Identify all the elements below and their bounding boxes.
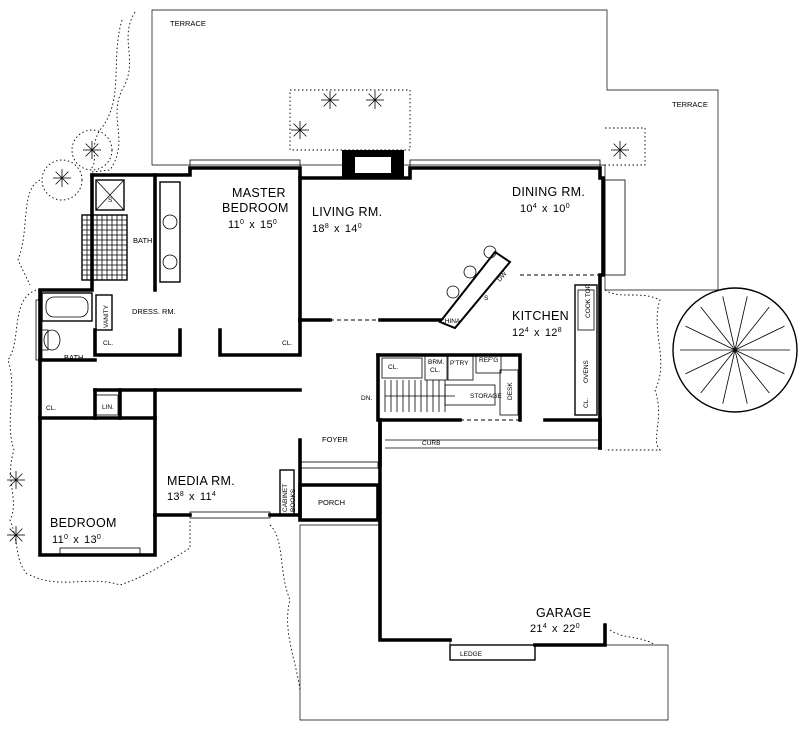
ptry-label: P'TRY [450,360,469,367]
dn-label: DN. [361,395,372,402]
china-label: CHINA [440,318,461,325]
staircase [384,380,455,412]
cl-label-2: CL. [282,340,292,347]
toilet-icon [43,329,61,351]
terrace-paving-upper [151,9,719,291]
kitchen-label: KITCHEN [512,309,569,323]
walls [38,166,607,647]
bath-upper-label: BATH [133,236,152,245]
vanity-label: VANITY [103,304,110,328]
cl-label-3: CL. [46,405,56,412]
refg-label: REF'G [479,357,498,364]
cook-top-label: COOK TOP [585,284,592,318]
fixtures [39,179,600,661]
dw-label: DW [496,270,509,283]
dress-rm-label: DRESS. RM. [132,307,176,316]
landscape-shrubs [7,11,798,691]
living-rm-label: LIVING RM. [312,205,382,219]
cl-label-4: CL. [388,364,398,371]
master-bedroom-label-2: BEDROOM [222,201,289,215]
brm-label: BRM. [428,359,444,366]
tree-icon [672,287,798,413]
bathtub-lower-icon [41,292,93,322]
master-bedroom-label-1: MASTER [232,186,286,200]
ledge-label: LEDGE [460,651,483,658]
storage-label: STORAGE [470,393,502,400]
foyer-label: FOYER [322,435,348,444]
terrace-right-label: TERRACE [672,100,708,109]
brm-cl-label: CL. [430,367,440,374]
terrace-left-label: TERRACE [170,19,206,28]
dining-rm-label: DINING RM. [512,185,585,199]
desk-label: DESK [507,382,514,400]
shower-icon [95,179,125,211]
curb-label: CURB [422,440,440,447]
garage-label: GARAGE [536,606,591,620]
cl-label-5: CL. [583,398,590,408]
sink-label: S [484,295,489,302]
ovens-label: OVENS [583,360,590,383]
bedroom-label: BEDROOM [50,516,117,530]
cl-label-1: CL. [103,340,113,347]
bath-lower-label: BATH [64,353,83,362]
books-label: BOOKS [290,488,297,512]
walkway-paving [299,524,669,721]
media-rm-label: MEDIA RM. [167,474,235,488]
lin-label: LIN. [102,404,114,411]
cabinet-label: CABINET [282,484,289,512]
windows [35,159,626,555]
porch-label: PORCH [318,498,345,507]
shower-label: S [108,197,113,204]
